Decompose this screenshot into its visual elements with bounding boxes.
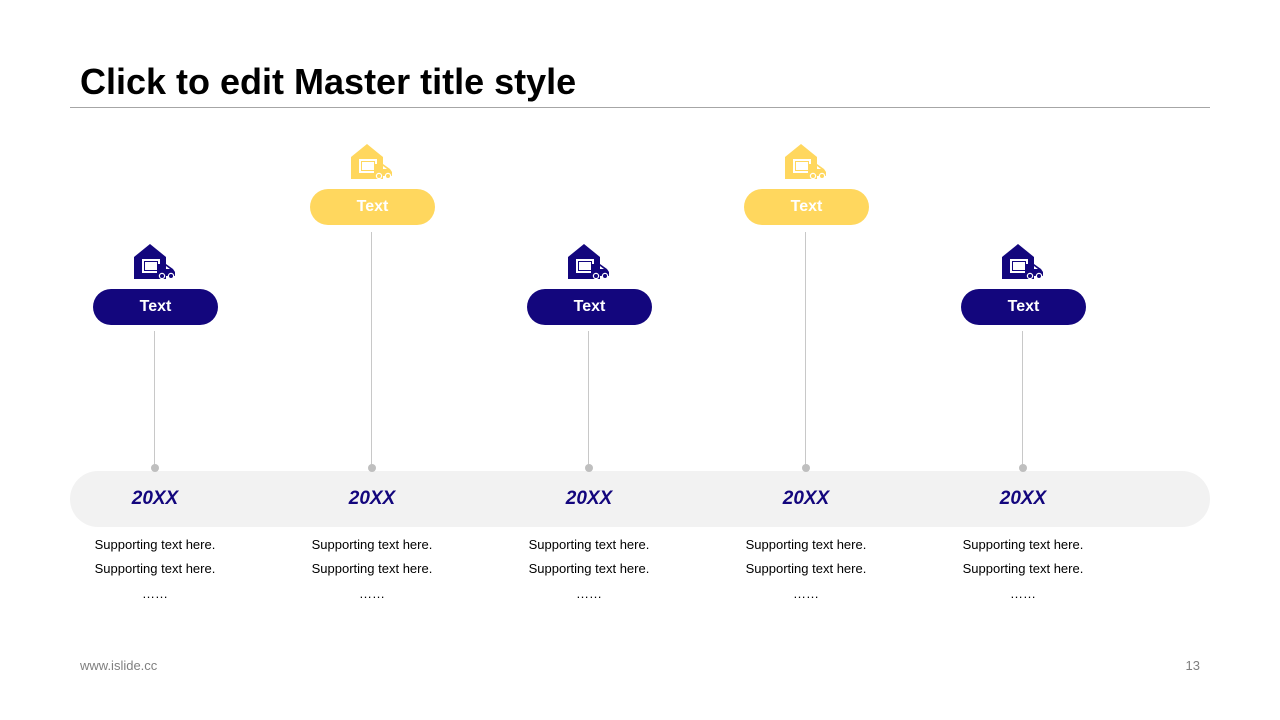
supporting-text-ellipsis[interactable]: …… xyxy=(142,586,168,601)
timeline-dot xyxy=(1019,464,1027,472)
stage-connector-line xyxy=(805,232,806,466)
stage-connector-line xyxy=(371,232,372,466)
stage-label-pill[interactable]: Text xyxy=(744,189,869,225)
stage-connector-line xyxy=(588,331,589,466)
stage-year[interactable]: 20XX xyxy=(782,488,830,509)
stage-label-pill[interactable]: Text xyxy=(93,289,218,325)
timeline-dot xyxy=(802,464,810,472)
supporting-text-line-2[interactable]: Supporting text here. xyxy=(94,561,216,576)
timeline-stage-4: Text 20XX Supporting text here. Supporting … xyxy=(716,0,896,720)
page-number: 13 xyxy=(1185,658,1200,673)
stage-label-pill[interactable]: Text xyxy=(310,189,435,225)
warehouse-truck-icon xyxy=(350,143,394,180)
supporting-text-ellipsis[interactable]: …… xyxy=(793,586,819,601)
supporting-text-line-1[interactable]: Supporting text here. xyxy=(528,537,650,552)
timeline-stage-1: Text 20XX Supporting text here. Supporting … xyxy=(65,0,245,720)
warehouse-truck-icon xyxy=(133,243,177,280)
supporting-text-line-1[interactable]: Supporting text here. xyxy=(962,537,1084,552)
supporting-text-ellipsis[interactable]: …… xyxy=(1010,586,1036,601)
stage-year[interactable]: 20XX xyxy=(131,488,179,509)
stage-year[interactable]: 20XX xyxy=(999,488,1047,509)
supporting-text-ellipsis[interactable]: …… xyxy=(576,586,602,601)
slide-title[interactable]: Click to edit Master title style xyxy=(80,61,577,102)
supporting-text-line-2[interactable]: Supporting text here. xyxy=(528,561,650,576)
supporting-text-line-2[interactable]: Supporting text here. xyxy=(311,561,433,576)
warehouse-truck-icon xyxy=(1001,243,1045,280)
timeline-stage-2: Text 20XX Supporting text here. Supporting … xyxy=(282,0,462,720)
supporting-text-line-2[interactable]: Supporting text here. xyxy=(745,561,867,576)
stage-label-pill[interactable]: Text xyxy=(961,289,1086,325)
footer-url: www.islide.cc xyxy=(80,658,158,673)
stage-year[interactable]: 20XX xyxy=(348,488,396,509)
timeline-stage-5: Text 20XX Supporting text here. Supporting … xyxy=(933,0,1113,720)
warehouse-truck-icon xyxy=(784,143,828,180)
timeline-stage-3: Text 20XX Supporting text here. Supporting … xyxy=(499,0,679,720)
timeline-dot xyxy=(368,464,376,472)
supporting-text-line-1[interactable]: Supporting text here. xyxy=(94,537,216,552)
supporting-text-line-2[interactable]: Supporting text here. xyxy=(962,561,1084,576)
stage-connector-line xyxy=(154,331,155,466)
stage-year[interactable]: 20XX xyxy=(565,488,613,509)
timeline-dot xyxy=(151,464,159,472)
supporting-text-line-1[interactable]: Supporting text here. xyxy=(745,537,867,552)
timeline-band xyxy=(70,471,1210,527)
title-divider xyxy=(70,107,1210,108)
supporting-text-line-1[interactable]: Supporting text here. xyxy=(311,537,433,552)
timeline-dot xyxy=(585,464,593,472)
supporting-text-ellipsis[interactable]: …… xyxy=(359,586,385,601)
warehouse-truck-icon xyxy=(567,243,611,280)
stage-label-pill[interactable]: Text xyxy=(527,289,652,325)
stage-connector-line xyxy=(1022,331,1023,466)
